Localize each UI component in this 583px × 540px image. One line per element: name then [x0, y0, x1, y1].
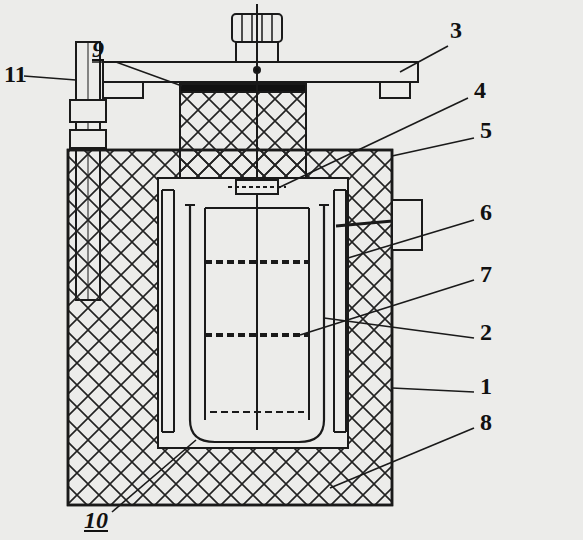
callout-number: 9: [90, 37, 106, 61]
callout-number: 3: [448, 18, 464, 42]
callout-number: 10: [82, 508, 110, 532]
heater-element: [162, 190, 174, 432]
lid-plug: [180, 88, 306, 178]
callout-number: 4: [472, 78, 488, 102]
furnace-cavity: [158, 178, 348, 448]
callout-number: 6: [478, 200, 494, 224]
callout-number: 1: [478, 374, 494, 398]
callout-number: 8: [478, 410, 494, 434]
callout-number: 11: [2, 62, 29, 86]
impeller: [205, 208, 309, 420]
callout-number: 2: [478, 320, 494, 344]
furnace-body: [68, 150, 392, 505]
leader-lines: [24, 46, 474, 512]
callout-number: 5: [478, 118, 494, 142]
cover-plate: [103, 62, 418, 82]
callout-number: 7: [478, 262, 494, 286]
vessel: [190, 205, 324, 442]
